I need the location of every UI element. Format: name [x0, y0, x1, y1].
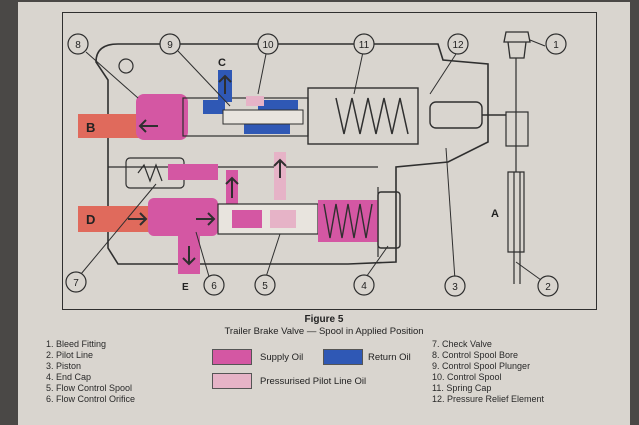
spring-cap-body [307, 87, 419, 145]
check-valve-spring [137, 163, 163, 183]
part-item: 3. Piston [46, 361, 82, 371]
figure-subtitle: Trailer Brake Valve — Spool in Applied P… [224, 326, 424, 337]
spring-11 [335, 97, 409, 135]
callout-circle-10 [257, 33, 279, 55]
callout-circle-11 [353, 33, 375, 55]
swatch-return [323, 349, 363, 365]
arrow-supply-up [225, 176, 239, 198]
port-b-label: B [86, 120, 95, 135]
port-d-label: D [86, 212, 95, 227]
part-item: 12. Pressure Relief Element [432, 394, 545, 404]
callout-11: 11 [359, 40, 370, 51]
check-valve-oil [168, 164, 218, 180]
port-c-label: C [218, 57, 226, 69]
callout-5: 5 [262, 281, 268, 292]
pilot-a-label: A [491, 208, 499, 220]
arrow-d [128, 212, 148, 226]
pilot-line [507, 58, 525, 284]
valve-body-outline [95, 43, 489, 265]
key-return-label: Return Oil [368, 352, 411, 363]
callout-4: 4 [361, 281, 367, 292]
mounting-hole [118, 58, 134, 74]
callout-6: 6 [211, 281, 217, 292]
part-item: 7. Check Valve [432, 339, 492, 349]
part-item: 5. Flow Control Spool [46, 383, 133, 393]
part-item: 8. Control Spool Bore [432, 350, 519, 360]
arrow-e [182, 246, 196, 266]
callout-circle-5 [254, 274, 276, 296]
pressure-relief-element [429, 101, 483, 129]
part-item: 11. Spring Cap [432, 383, 492, 393]
supply-chamber-b [136, 94, 188, 140]
part-item: 4. End Cap [46, 372, 92, 382]
return-oil-a [203, 100, 225, 114]
callout-1: 1 [553, 40, 559, 51]
callouts: 8 9 10 11 12 1 7 6 5 4 3 2 [65, 33, 567, 297]
arrow-b [138, 119, 158, 133]
swatch-pilot [212, 373, 252, 389]
part-item: 10. Control Spool [432, 372, 502, 382]
callout-circle-7 [65, 271, 87, 293]
callout-8: 8 [75, 40, 81, 51]
flow-oil-2 [270, 210, 296, 228]
callout-circle-2 [537, 275, 559, 297]
callout-circle-9 [159, 33, 181, 55]
swatch-supply [212, 349, 252, 365]
callout-3: 3 [452, 282, 458, 293]
callout-circle-12 [447, 33, 469, 55]
pilot-oil-top [246, 96, 264, 106]
control-spool [222, 109, 304, 125]
callout-12: 12 [452, 40, 464, 51]
trailer-brake-valve-diagram: B C D E A 8 9 10 11 [65, 31, 567, 297]
diagram-frame [62, 12, 597, 310]
key-pilot-label: Pressurised Pilot Line Oil [260, 376, 367, 387]
arrow-d2 [196, 212, 216, 226]
flow-control-spring [323, 203, 373, 239]
callout-circle-4 [353, 274, 375, 296]
callout-circle-6 [203, 274, 225, 296]
return-oil-c [244, 122, 290, 134]
part-item: 9. Control Spool Plunger [432, 361, 531, 371]
callout-2: 2 [545, 282, 551, 293]
callout-10: 10 [262, 40, 274, 51]
bleed-fitting [503, 31, 531, 59]
callout-7: 7 [73, 278, 79, 289]
part-item: 6. Flow Control Orifice [46, 394, 136, 404]
callout-9: 9 [167, 40, 173, 51]
key-supply-label: Supply Oil [260, 352, 304, 363]
leader-lines [80, 39, 546, 281]
parts-list-left: 1. Bleed Fitting 2. Pilot Line 3. Piston… [46, 339, 135, 405]
flow-oil-1 [232, 210, 262, 228]
supply-chamber-d [148, 198, 218, 236]
callout-circle-1 [545, 33, 567, 55]
page: B C D E A 8 9 10 11 [18, 2, 630, 425]
parts-list-right: 7. Check Valve 8. Control Spool Bore 9. … [432, 339, 544, 405]
callout-circle-8 [67, 33, 89, 55]
part-item: 1. Bleed Fitting [46, 339, 107, 349]
arrow-c [218, 74, 232, 94]
pilot-fitting [505, 111, 529, 147]
arrow-pilot-up [273, 158, 287, 178]
callout-circle-3 [444, 275, 466, 297]
end-cap [377, 191, 401, 249]
figure-title: Figure 5 [304, 314, 344, 325]
part-item: 2. Pilot Line [46, 350, 94, 360]
port-e-label: E [182, 282, 189, 293]
